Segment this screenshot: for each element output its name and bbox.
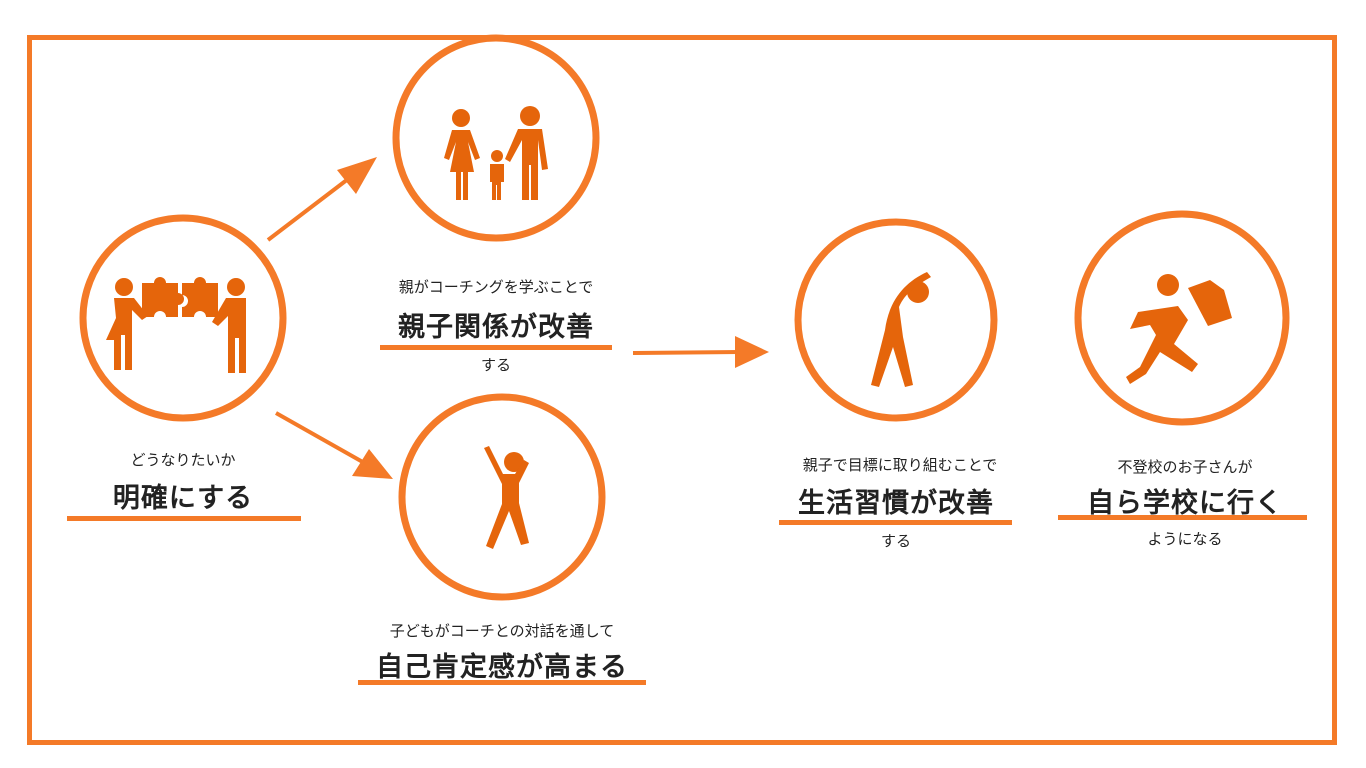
step-circle-2 (392, 34, 600, 242)
step-3-title: 自己肯定感が高まる (376, 652, 628, 683)
step-circle-5 (1074, 210, 1290, 426)
step-2-pretext: 親がコーチングを学ぶことで (398, 278, 594, 296)
step-5-underline (1058, 515, 1307, 520)
step-5-posttext: ようになる (1147, 530, 1223, 548)
arrow-icon (266, 157, 377, 242)
step-4-posttext: する (880, 532, 912, 550)
diagram-frame (27, 35, 1337, 745)
step-2-posttext: する (480, 356, 512, 374)
step-circle-4 (794, 218, 998, 422)
step-4-underline (779, 520, 1012, 525)
step-2-underline (380, 345, 612, 350)
jumping-person-icon (484, 446, 529, 549)
step-1-pretext: どうなりたいか (130, 451, 236, 469)
step-circle-1 (79, 214, 287, 422)
step-5-pretext: 不登校のお子さんが (1117, 458, 1253, 476)
step-3-pretext: 子どもがコーチとの対話を通して (389, 622, 615, 640)
step-3-underline (358, 680, 646, 685)
running-student-icon (1126, 274, 1232, 384)
step-4-title: 生活習慣が改善 (798, 488, 994, 519)
arrow-icon (632, 336, 769, 368)
arrow-icon (275, 411, 393, 479)
step-4-pretext: 親子で目標に取り組むことで (802, 456, 998, 474)
step-1-underline (67, 516, 301, 521)
stretching-person-icon (871, 272, 931, 387)
step-circle-3 (398, 393, 606, 601)
step-1-title: 明確にする (112, 483, 254, 514)
family-icon (444, 106, 548, 200)
puzzle-people-icon (106, 277, 246, 373)
step-2-title: 親子関係が改善 (398, 312, 594, 343)
step-5-title: 自ら学校に行く (1087, 488, 1283, 519)
